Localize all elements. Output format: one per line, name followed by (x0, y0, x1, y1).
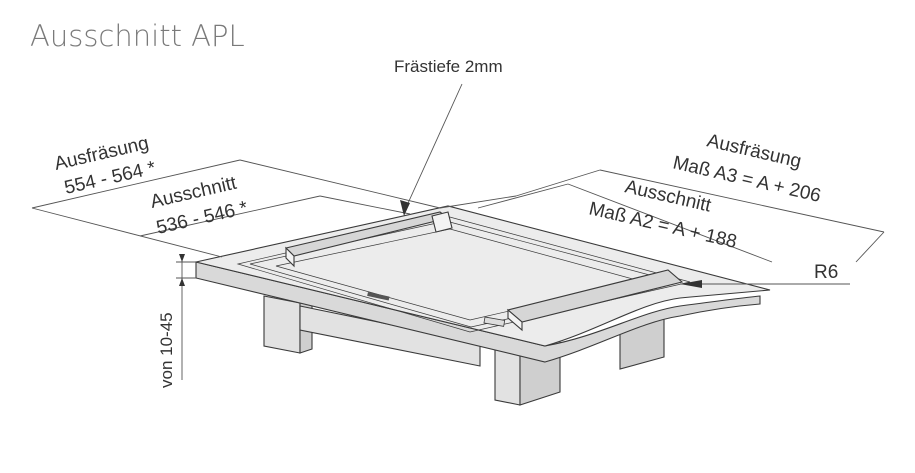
ledge-front-face (507, 308, 523, 332)
label-radius: R6 (814, 262, 838, 283)
front-slot (367, 292, 390, 301)
r6-arrow-head (680, 280, 702, 288)
page-title: Ausschnitt APL (30, 19, 245, 53)
ledge-back-end (431, 211, 453, 233)
support-ledges (284, 211, 684, 332)
dimension-lines (31, 83, 885, 380)
height-arrow-top (179, 254, 185, 262)
label-fraestiefe: Frästiefe 2mm (394, 57, 503, 76)
cabinet-left-leg (263, 295, 301, 354)
worktop-front-edge (195, 261, 761, 363)
ledge-front-slot (483, 316, 506, 327)
label-height: von 10-45 (157, 312, 176, 388)
height-arrow-bottom (179, 278, 185, 286)
base-cabinet (263, 295, 665, 406)
label-right-ausschnitt-value: Maß A2 = A + 188 (587, 198, 739, 252)
ledge-back-face (285, 246, 295, 268)
fraestiefe-arrow-head (400, 200, 410, 216)
